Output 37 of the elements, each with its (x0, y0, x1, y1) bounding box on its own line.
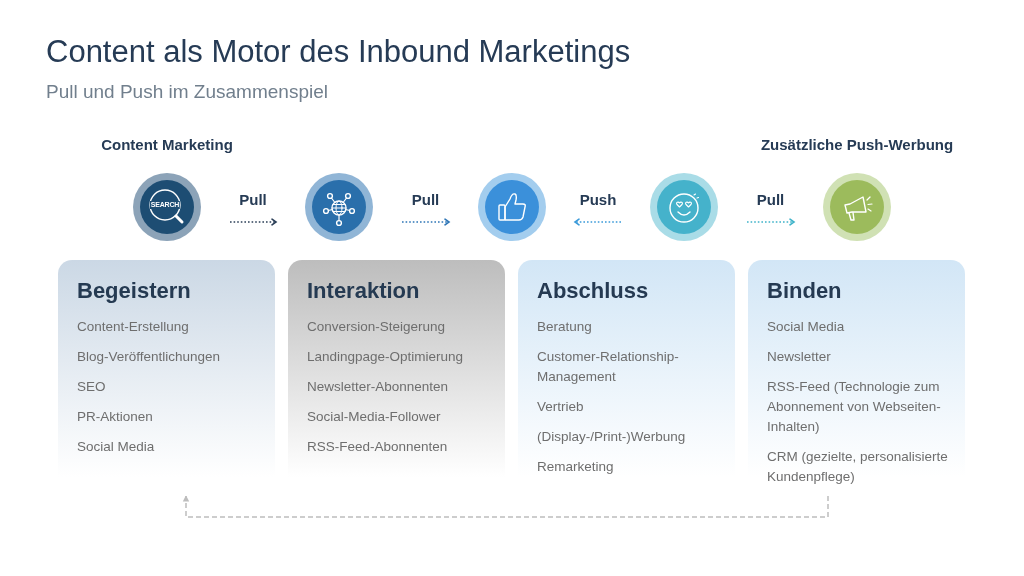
card-heading: Interaktion (307, 278, 420, 304)
list-item: Newsletter-Abonnenten (307, 378, 449, 396)
list-item: Social Media (77, 438, 155, 456)
dotted-arrow (574, 218, 622, 226)
dotted-arrow (401, 218, 450, 226)
group-heading: Content Marketing (101, 136, 233, 153)
dotted-arrow (746, 218, 795, 226)
list-item: SEO (77, 378, 106, 396)
list-item: Conversion-Steigerung (307, 318, 446, 336)
list-item: Content-Erstellung (77, 318, 189, 336)
list-item: Social-Media-Follower (307, 408, 441, 426)
list-item: Beratung (537, 318, 592, 336)
list-item: PR-Aktionen (77, 408, 153, 426)
stage-card (58, 260, 275, 496)
slide-title: Content als Motor des Inbound Marketings (46, 34, 631, 70)
edge-label: Push (577, 191, 619, 208)
dotted-arrow (229, 218, 277, 226)
edge-label: Pull (409, 191, 442, 208)
list-item: Social Media (767, 318, 845, 336)
card-heading: Begeistern (77, 278, 191, 304)
card-heading: Abschluss (537, 278, 649, 304)
list-item: Newsletter (767, 348, 831, 366)
list-item: Landingpage-Optimierung (307, 348, 464, 366)
list-item: Customer-Relationship-Management (537, 348, 680, 386)
list-item: CRM (gezielte, personalisierte Kundenpflege) (767, 448, 949, 486)
list-item: RSS-Feed-Abonnenten (307, 438, 448, 456)
list-item: Vertrieb (537, 398, 584, 416)
edge-label: Pull (754, 191, 787, 208)
list-item: RSS-Feed (Technologie zum Abonnement von Webseiten-Inhalten) (767, 378, 942, 436)
list-item: (Display-/Print-)Werbung (537, 428, 686, 446)
subtitle: Pull und Push im Zusammenspiel (46, 81, 328, 103)
dashed-arrow (182, 495, 829, 518)
list-item: Blog-Veröffentlichungen (77, 348, 221, 366)
group-heading: Zusätzliche Push-Werbung (760, 136, 954, 153)
card-heading: Binden (767, 278, 842, 304)
list-item: Remarketing (537, 458, 614, 476)
edge-label: Pull (237, 191, 269, 208)
